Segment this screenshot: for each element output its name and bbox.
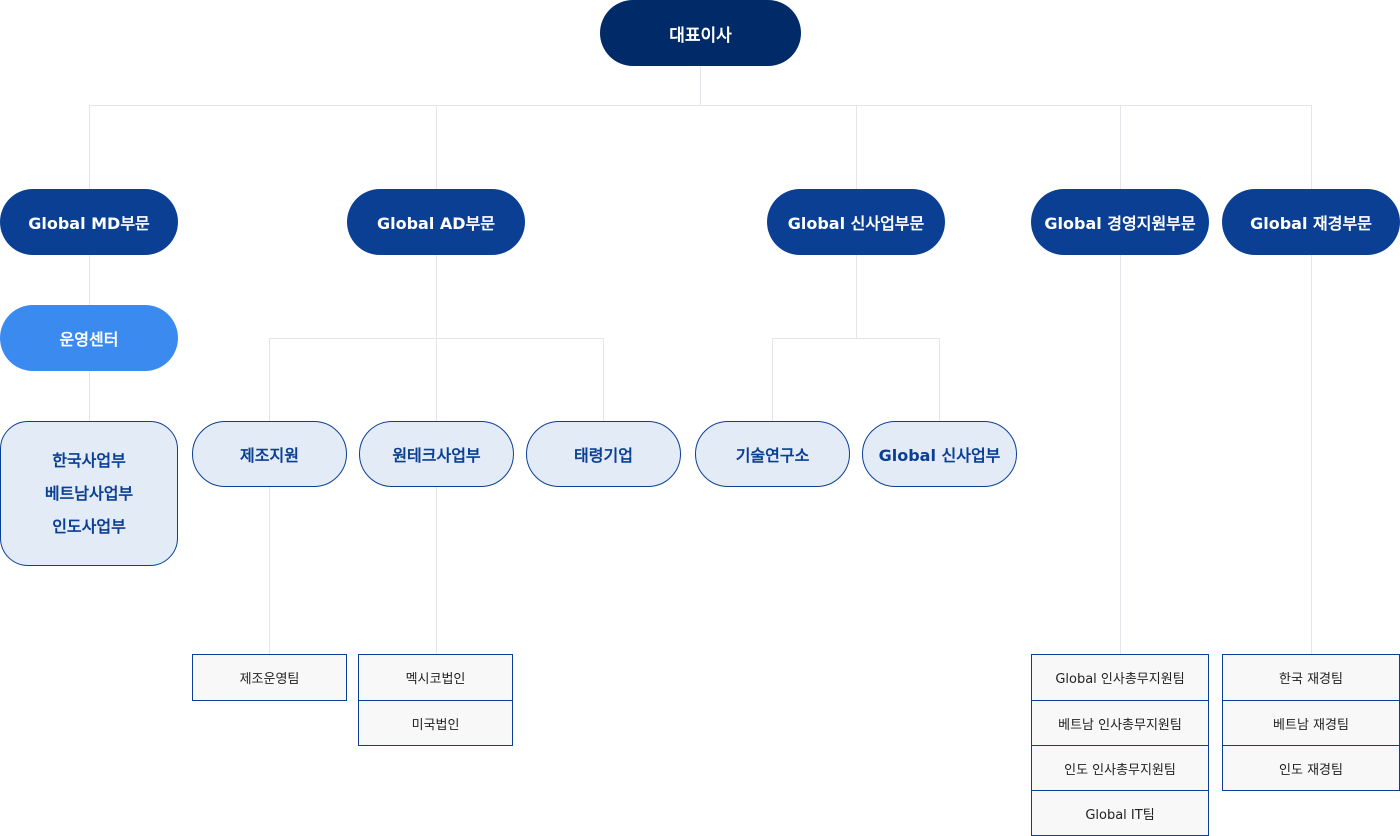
team-mexico-corp: 멕시코법인 xyxy=(405,672,466,687)
connector-management-down xyxy=(1120,255,1121,654)
ceo-node: 대표이사 xyxy=(600,0,801,66)
operation-center-node: 운영센터 xyxy=(0,305,178,371)
connector-finance-down xyxy=(1311,255,1312,654)
connector-md-up xyxy=(89,105,90,189)
dept-india: 인도사업부 xyxy=(52,517,126,536)
team-global-hr: Global 인사총무지원팀 xyxy=(1055,672,1185,687)
connector-taeryung-up xyxy=(603,338,604,421)
connector-newbiz-up xyxy=(856,105,857,189)
team-global-it: Global IT팀 xyxy=(1032,790,1208,835)
dept-vietnam: 베트남사업부 xyxy=(44,484,134,503)
team-vietnam-finance: 베트남 재경팀 xyxy=(1223,700,1399,745)
connector-newbiz-horizontal xyxy=(772,338,940,339)
division-global-new-business: Global 신사업부문 xyxy=(767,189,945,255)
team-manufacturing-operation: 제조운영팀 xyxy=(239,672,300,687)
connector-finance-up xyxy=(1311,105,1312,189)
connector-manufacturing-down xyxy=(269,487,270,654)
team-list-wontech: 멕시코법인 미국법인 xyxy=(358,654,513,746)
team-list-finance: 한국 재경팀 베트남 재경팀 인도 재경팀 xyxy=(1222,654,1400,791)
dept-wontech: 원테크사업부 xyxy=(359,421,514,487)
team-list-manufacturing: 제조운영팀 xyxy=(192,654,347,701)
division-global-finance: Global 재경부문 xyxy=(1222,189,1400,255)
connector-management-up xyxy=(1120,105,1121,189)
connector-top-horizontal xyxy=(89,105,1312,106)
connector-rnd-up xyxy=(772,338,773,421)
dept-taeryung: 태령기업 xyxy=(526,421,681,487)
connector-wontech-down xyxy=(436,487,437,654)
team-india-hr: 인도 인사총무지원팀 xyxy=(1032,745,1208,790)
dept-korea: 한국사업부 xyxy=(52,451,126,470)
team-india-finance: 인도 재경팀 xyxy=(1223,745,1399,790)
dept-global-new-business: Global 신사업부 xyxy=(862,421,1017,487)
md-departments-box: 한국사업부 베트남사업부 인도사업부 xyxy=(0,421,178,566)
team-vietnam-hr: 베트남 인사총무지원팀 xyxy=(1032,700,1208,745)
connector-manufacturing-up xyxy=(269,338,270,421)
connector-ad-up xyxy=(436,105,437,189)
division-global-md: Global MD부문 xyxy=(0,189,178,255)
team-korea-finance: 한국 재경팀 xyxy=(1279,672,1343,687)
team-list-management: Global 인사총무지원팀 베트남 인사총무지원팀 인도 인사총무지원팀 Gl… xyxy=(1031,654,1209,836)
connector-ceo-down xyxy=(700,66,701,105)
connector-newbiz-dept-up xyxy=(939,338,940,421)
connector-ad-down xyxy=(436,255,437,338)
team-usa-corp: 미국법인 xyxy=(359,700,512,745)
connector-wontech-up xyxy=(436,338,437,421)
dept-rnd-center: 기술연구소 xyxy=(695,421,850,487)
dept-manufacturing-support: 제조지원 xyxy=(192,421,347,487)
connector-newbiz-down xyxy=(856,255,857,338)
division-global-management-support: Global 경영지원부문 xyxy=(1031,189,1209,255)
division-global-ad: Global AD부문 xyxy=(347,189,525,255)
